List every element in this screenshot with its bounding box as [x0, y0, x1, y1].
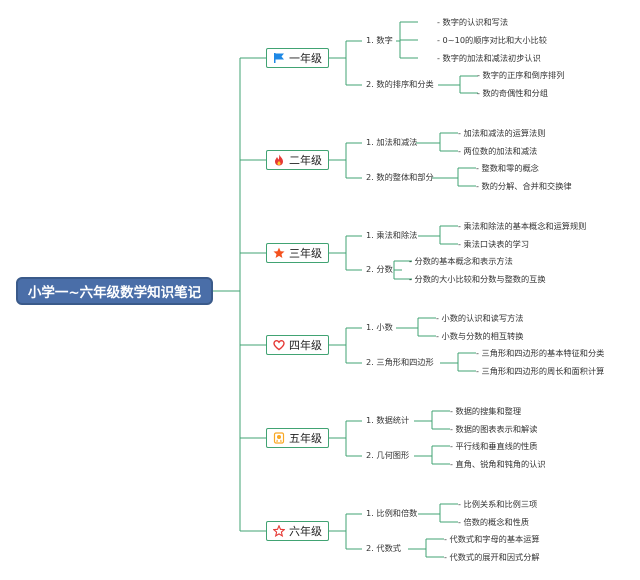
leaf-item: - 直角、锐角和钝角的认识	[450, 459, 546, 469]
grade-label: 二年级	[289, 154, 322, 167]
grade-node-1: 一年级	[266, 48, 329, 68]
leaf-item: - 小数与分数的相互转换	[436, 331, 524, 341]
root-title: 小学一~六年级数学知识笔记	[16, 277, 213, 305]
fire-icon	[273, 154, 285, 166]
grade-label: 六年级	[289, 525, 322, 538]
leaf-item: - 数字的认识和写法	[437, 17, 509, 27]
leaf-item: - 代数式的展开和因式分解	[444, 552, 540, 562]
heart-icon	[273, 339, 285, 351]
topic-label: 1. 小数	[366, 322, 393, 332]
topic-label: 1. 加法和减法	[366, 137, 418, 147]
grade-node-3: 三年级	[266, 243, 329, 263]
topic-label: 1. 数据统计	[366, 415, 410, 425]
leaf-item: - 小数的认识和读写方法	[436, 313, 524, 323]
leaf-item: - 三角形和四边形的基本特征和分类	[476, 348, 605, 358]
topic-label: 2. 几何图形	[366, 450, 410, 460]
grade-node-6: 六年级	[266, 521, 329, 541]
leaf-item: - 数据的搜集和整理	[450, 406, 522, 416]
grade-node-4: 四年级	[266, 335, 329, 355]
leaf-item: - 数据的图表表示和解读	[450, 424, 538, 434]
leaf-item: - 乘法和除法的基本概念和运算规则	[458, 221, 587, 231]
leaf-item: - 数的奇偶性和分组	[477, 88, 549, 98]
star-outline-icon	[273, 525, 285, 537]
medal-icon	[273, 432, 285, 444]
topic-label: 2. 数的排序和分类	[366, 79, 434, 89]
leaf-item: - 0~10的顺序对比和大小比较	[437, 35, 547, 45]
leaf-item: - 倍数的概念和性质	[458, 517, 530, 527]
topic-label: 2. 代数式	[366, 543, 401, 553]
leaf-item: - 比例关系和比例三项	[458, 499, 538, 509]
leaf-item: - 代数式和字母的基本运算	[444, 534, 540, 544]
leaf-item: - 数的分解、合并和交换律	[476, 181, 572, 191]
topic-label: 2. 三角形和四边形	[366, 357, 434, 367]
leaf-item: - 分数的大小比较和分数与整数的互换	[409, 274, 546, 284]
grade-label: 五年级	[289, 432, 322, 445]
topic-label: 1. 数字	[366, 35, 393, 45]
grade-label: 四年级	[289, 339, 322, 352]
leaf-item: - 平行线和垂直线的性质	[450, 441, 538, 451]
leaf-item: - 加法和减法的运算法则	[458, 128, 546, 138]
leaf-item: - 乘法口诀表的学习	[458, 239, 530, 249]
leaf-item: - 数字的加法和减法初步认识	[437, 53, 541, 63]
grade-label: 一年级	[289, 52, 322, 65]
topic-label: 1. 乘法和除法	[366, 230, 418, 240]
leaf-item: - 三角形和四边形的周长和面积计算	[476, 366, 605, 376]
grade-node-5: 五年级	[266, 428, 329, 448]
leaf-item: - 数字的正序和倒序排列	[477, 70, 565, 80]
leaf-item: - 整数和零的概念	[476, 163, 539, 173]
grade-label: 三年级	[289, 247, 322, 260]
leaf-item: - 两位数的加法和减法	[458, 146, 538, 156]
topic-label: 1. 比例和倍数	[366, 508, 418, 518]
grade-node-2: 二年级	[266, 150, 329, 170]
topic-label: 2. 数的整体和部分	[366, 172, 434, 182]
flag-icon	[273, 52, 285, 64]
star-icon	[273, 247, 285, 259]
leaf-item: - 分数的基本概念和表示方法	[409, 256, 513, 266]
topic-label: 2. 分数	[366, 264, 393, 274]
